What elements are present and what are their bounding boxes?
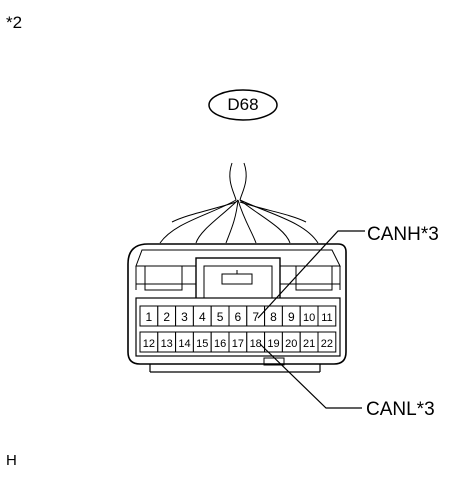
pin-number: 2 [163, 310, 170, 324]
canl-label: CANL*3 [366, 399, 435, 420]
pin-number: 18 [250, 338, 262, 350]
pin-cavity [317, 305, 337, 327]
pin-number: 3 [181, 310, 188, 324]
pin-number: 12 [143, 338, 155, 350]
pin-number: 5 [217, 310, 224, 324]
pin-number: 19 [267, 338, 279, 350]
connector-id-label: D68 [227, 95, 259, 114]
pin-number: 6 [235, 310, 242, 324]
note-marker-top: *2 [6, 13, 23, 32]
pin-number: 20 [285, 338, 297, 350]
pin-number: 11 [321, 312, 332, 324]
connector-id-oval [208, 89, 278, 121]
canl-leader [259, 343, 362, 409]
pin-number: 22 [321, 338, 333, 350]
pin-number: 13 [161, 338, 173, 350]
pin-number: 8 [270, 310, 277, 324]
pin-number: 15 [196, 338, 208, 350]
pin-number: 16 [214, 338, 226, 350]
pin-number: 4 [199, 310, 206, 324]
pin-number: 7 [252, 310, 259, 324]
pin-number: 21 [303, 338, 315, 350]
note-marker-bottom: H [6, 452, 17, 469]
wire-bundle [159, 162, 319, 244]
pin-number: 14 [178, 338, 190, 350]
pin-number: 17 [232, 338, 244, 350]
canh-leader [257, 230, 365, 319]
pin-cavity [317, 331, 337, 353]
leader-lines [257, 230, 365, 409]
pin-number: 10 [303, 312, 315, 324]
pin-number: 9 [288, 310, 295, 324]
pin-number: 1 [146, 310, 153, 324]
canh-label: CANH*3 [367, 224, 439, 245]
